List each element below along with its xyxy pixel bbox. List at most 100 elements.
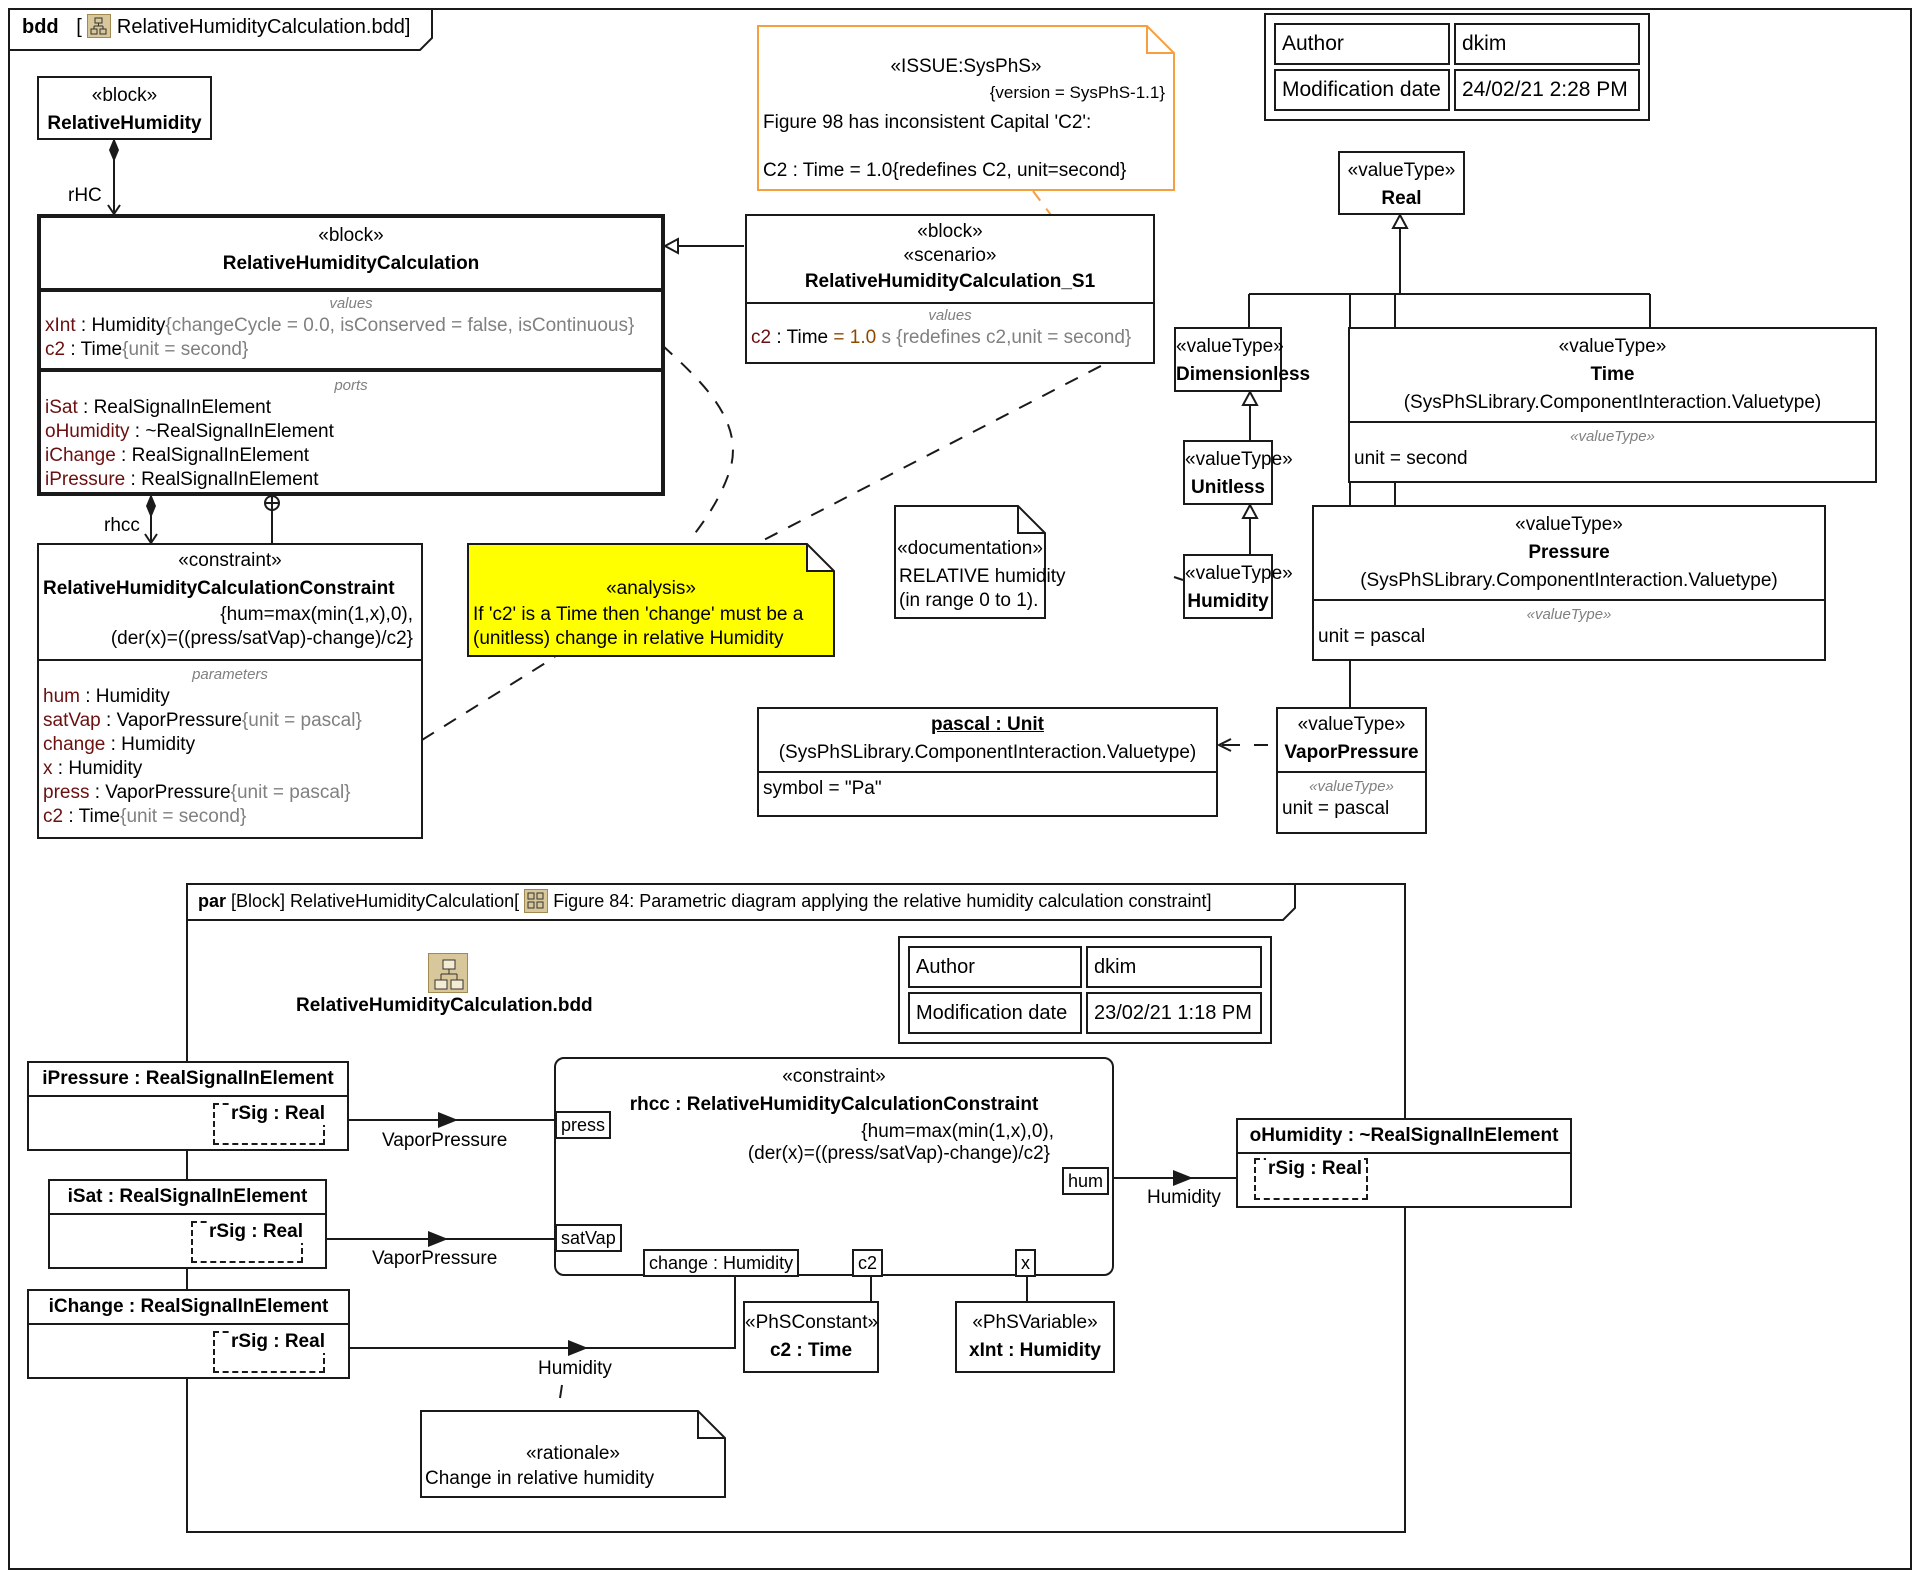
valuetype-compartment: «valueType» unit = pascal [1278,771,1425,832]
stereotype-label: «rationale» [525,1443,621,1464]
param-port-hum[interactable]: hum [1062,1167,1110,1195]
stereotype-label: «valueType» [1297,714,1406,735]
compartment-label: «valueType» [1570,428,1655,445]
unit-attribute[interactable]: unit = pascal [1318,626,1426,647]
compartment-label: parameters [192,666,268,683]
flow-type-label: VaporPressure [382,1130,508,1151]
class-diagram-icon [87,14,112,38]
port-part-ipressure[interactable]: iPressure : RealSignalInElement rSig : R… [27,1061,349,1151]
stereotype-label: «documentation» [897,538,1043,559]
info-value: 23/02/21 1:18 PM [1086,992,1262,1034]
phs-constant-c2[interactable]: «PhSConstant» c2 : Time [743,1301,879,1373]
block-scenario-s1[interactable]: «block» «scenario» RelativeHumidityCalcu… [745,214,1155,364]
owner-label: (SysPhSLibrary.ComponentInteraction.Valu… [1403,392,1822,413]
stereotype-label: «valueType» [1515,514,1623,535]
param-port-x[interactable]: x [1015,1249,1036,1277]
parameter-entry[interactable]: x : Humidity [43,758,143,779]
valuetype-real[interactable]: «valueType» Real [1338,151,1465,215]
valuetype-compartment: «valueType» unit = pascal [1314,599,1824,659]
port-part-ichange[interactable]: iChange : RealSignalInElement rSig : Rea… [27,1289,350,1379]
valuetype-humidity[interactable]: «valueType» Humidity [1183,554,1293,619]
frame-name[interactable]: RelativeHumidityCalculation.bdd [116,16,405,38]
signal-label: rSig : Real [207,1221,305,1243]
param-port-change[interactable]: change : Humidity [643,1249,800,1277]
port-entry[interactable]: iPressure : RealSignalInElement [45,469,319,490]
constraint-expression: (der(x)=((press/satVap)-change)/c2} [110,628,413,649]
frame-name[interactable]: Figure 84: Parametric diagram applying t… [553,891,1212,911]
port-part-ohumidity[interactable]: oHumidity : ~RealSignalInElement rSig : … [1236,1118,1572,1208]
constraint-block-rhcc[interactable]: «constraint» RelativeHumidityCalculation… [37,543,423,839]
param-port-press[interactable]: press [555,1111,612,1139]
compartment-label: values [329,295,373,312]
issue-note[interactable]: «ISSUE:SysPhS» {version = SysPhS-1.1} Fi… [757,25,1175,191]
stereotype-label: «valueType» [1185,449,1293,470]
instance-name: pascal : Unit [931,714,1044,735]
role-label-rhcc: rhcc [104,515,140,536]
phs-variable-xint[interactable]: «PhSVariable» xInt : Humidity [955,1301,1115,1373]
rationale-note[interactable]: «rationale» Change in relative humidity [420,1410,726,1498]
unit-attribute[interactable]: unit = pascal [1282,798,1390,819]
flow-line-change [345,1276,736,1349]
value-property[interactable]: c2 : Time = 1.0 s {redefines c2,unit = s… [751,327,1132,348]
block-relative-humidity-calculation[interactable]: «block» RelativeHumidityCalculation valu… [37,214,665,496]
signal-label: rSig : Real [1266,1158,1364,1180]
owner-label: (SysPhSLibrary.ComponentInteraction.Valu… [778,742,1197,763]
frame-context: [Block] RelativeHumidityCalculation[ [231,891,520,911]
bdd-diagram-link-label[interactable]: RelativeHumidityCalculation.bdd [296,995,593,1016]
parameter-entry[interactable]: change : Humidity [43,734,196,755]
parameter-entry[interactable]: press : VaporPressure{unit = pascal} [43,782,351,803]
valuetype-name: Unitless [1191,477,1265,498]
signal-label: rSig : Real [229,1331,327,1353]
block-relative-humidity[interactable]: «block» RelativeHumidity [37,76,212,140]
info-value: dkim [1086,946,1262,988]
slot-value[interactable]: symbol = "Pa" [763,778,882,799]
analysis-anchor-line [421,656,556,741]
valuetype-name: VaporPressure [1284,742,1419,763]
constraint-expression: {hum=max(min(1,x),0), [220,604,413,625]
port-entry[interactable]: iSat : RealSignalInElement [45,397,272,418]
block-name: RelativeHumidity [47,113,202,134]
constraint-expression: (der(x)=((press/satVap)-change)/c2} [747,1143,1050,1164]
bdd-diagram-link-icon[interactable] [428,953,468,993]
parameter-entry[interactable]: c2 : Time{unit = second} [43,806,247,827]
stereotype-label: «block» [917,221,983,242]
analysis-note[interactable]: «analysis» If 'c2' is a Time then 'chang… [467,543,835,657]
port-entry[interactable]: oHumidity : ~RealSignalInElement [45,421,334,442]
valuetype-unitless[interactable]: «valueType» Unitless [1183,440,1293,505]
valuetype-time[interactable]: «valueType» Time (SysPhSLibrary.Componen… [1348,327,1877,483]
valuetype-dimensionless[interactable]: «valueType» Dimensionless [1174,327,1310,392]
valuetype-name: Time [1590,364,1635,385]
stereotype-label: «valueType» [1558,336,1667,357]
valuetype-name: Pressure [1528,542,1610,563]
param-port-c2[interactable]: c2 [852,1249,884,1277]
note-text: If 'c2' is a Time then 'change' must be … [473,604,804,625]
info-key: Author [908,946,1082,988]
valuetype-pressure[interactable]: «valueType» Pressure (SysPhSLibrary.Comp… [1312,505,1826,661]
parameter-entry[interactable]: satVap : VaporPressure{unit = pascal} [43,710,362,731]
parameter-entry[interactable]: hum : Humidity [43,686,170,707]
note-text: Figure 98 has inconsistent Capital 'C2': [763,112,1092,133]
value-property[interactable]: xInt : Humidity{changeCycle = 0.0, isCon… [45,315,635,336]
unit-attribute[interactable]: unit = second [1354,448,1468,469]
param-port-satvap[interactable]: satVap [555,1224,622,1252]
unit-pascal[interactable]: pascal : Unit (SysPhSLibrary.ComponentIn… [757,707,1218,817]
note-text: RELATIVE humidity [899,566,1066,587]
constraint-property-rhcc[interactable]: «constraint» rhcc : RelativeHumidityCalc… [554,1057,1114,1276]
documentation-note[interactable]: «documentation» RELATIVE humidity (in ra… [894,505,1065,619]
port-entry[interactable]: iChange : RealSignalInElement [45,445,310,466]
stereotype-label: «block» [91,85,158,106]
signal-label: rSig : Real [229,1103,327,1125]
owner-label: (SysPhSLibrary.ComponentInteraction.Valu… [1360,570,1778,591]
port-title: iChange : RealSignalInElement [48,1296,329,1317]
doc-anchor-line [1173,576,1184,581]
port-part-isat[interactable]: iSat : RealSignalInElement rSig : Real [48,1179,327,1269]
parameters-compartment: parameters hum : Humidity satVap : Vapor… [39,659,421,837]
generalization-arrowhead [1241,389,1259,406]
tag-value: {version = SysPhS-1.1} [989,83,1165,102]
valuetype-vapor-pressure[interactable]: «valueType» VaporPressure «valueType» un… [1276,707,1427,834]
info-key: Modification date [1274,69,1450,111]
compartment-label: values [928,307,972,324]
constraint-property-name: rhcc : RelativeHumidityCalculationConstr… [629,1094,1039,1115]
value-property[interactable]: c2 : Time{unit = second} [45,339,249,360]
